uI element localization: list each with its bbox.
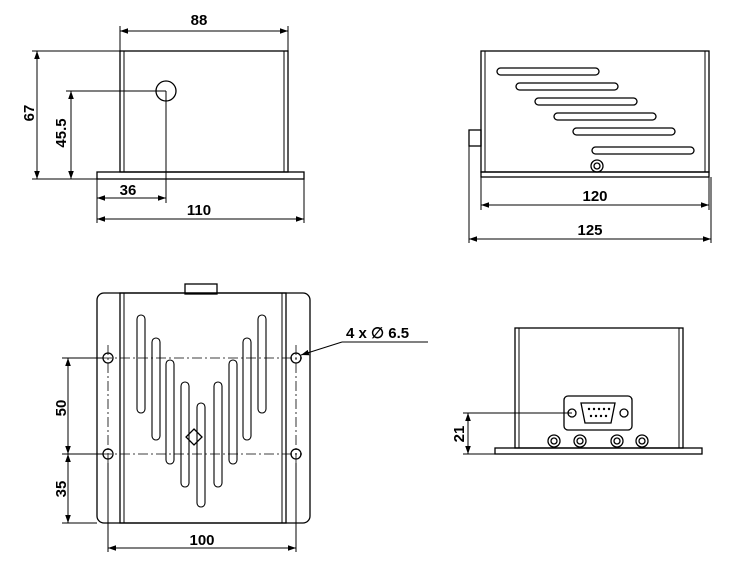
ground-screw-icon (590, 159, 604, 173)
base-plate (480, 171, 710, 178)
dim-125-label: 125 (577, 222, 602, 239)
dim-110-label: 110 (187, 202, 211, 219)
enclosure-body (119, 50, 289, 173)
dim-45-5-label: 45.5 (53, 118, 70, 147)
dim-35-label: 35 (53, 481, 70, 498)
connector-stub (184, 283, 218, 295)
terminal-screws (547, 434, 649, 448)
connector-stub (468, 129, 482, 147)
connector-view: 21 (451, 327, 703, 455)
dim-36-label: 36 (120, 182, 137, 199)
side-view: 120 125 (468, 50, 712, 243)
vent-slots (136, 314, 267, 508)
mounting-hole-icon (290, 448, 302, 460)
dim-100-label: 100 (189, 532, 214, 549)
hole-callout-label: 4 x ∅ 6.5 (346, 325, 409, 342)
front-view: 88 67 45.5 36 110 (21, 12, 305, 223)
vent-slots (496, 67, 695, 155)
db9-connector-icon (563, 395, 633, 431)
dim-50-label: 50 (53, 400, 70, 417)
enclosure-body (119, 292, 287, 524)
top-view: 4 x ∅ 6.5 50 35 100 (53, 283, 428, 552)
dim-120-label: 120 (582, 188, 607, 205)
base-plate (96, 171, 305, 180)
dim-67-label: 67 (21, 105, 38, 122)
base-plate (494, 447, 703, 455)
mounting-hole-icon (290, 352, 302, 364)
diamond-marker-icon (185, 428, 203, 446)
dim-88-label: 88 (191, 12, 208, 29)
dim-21-label: 21 (451, 426, 468, 443)
